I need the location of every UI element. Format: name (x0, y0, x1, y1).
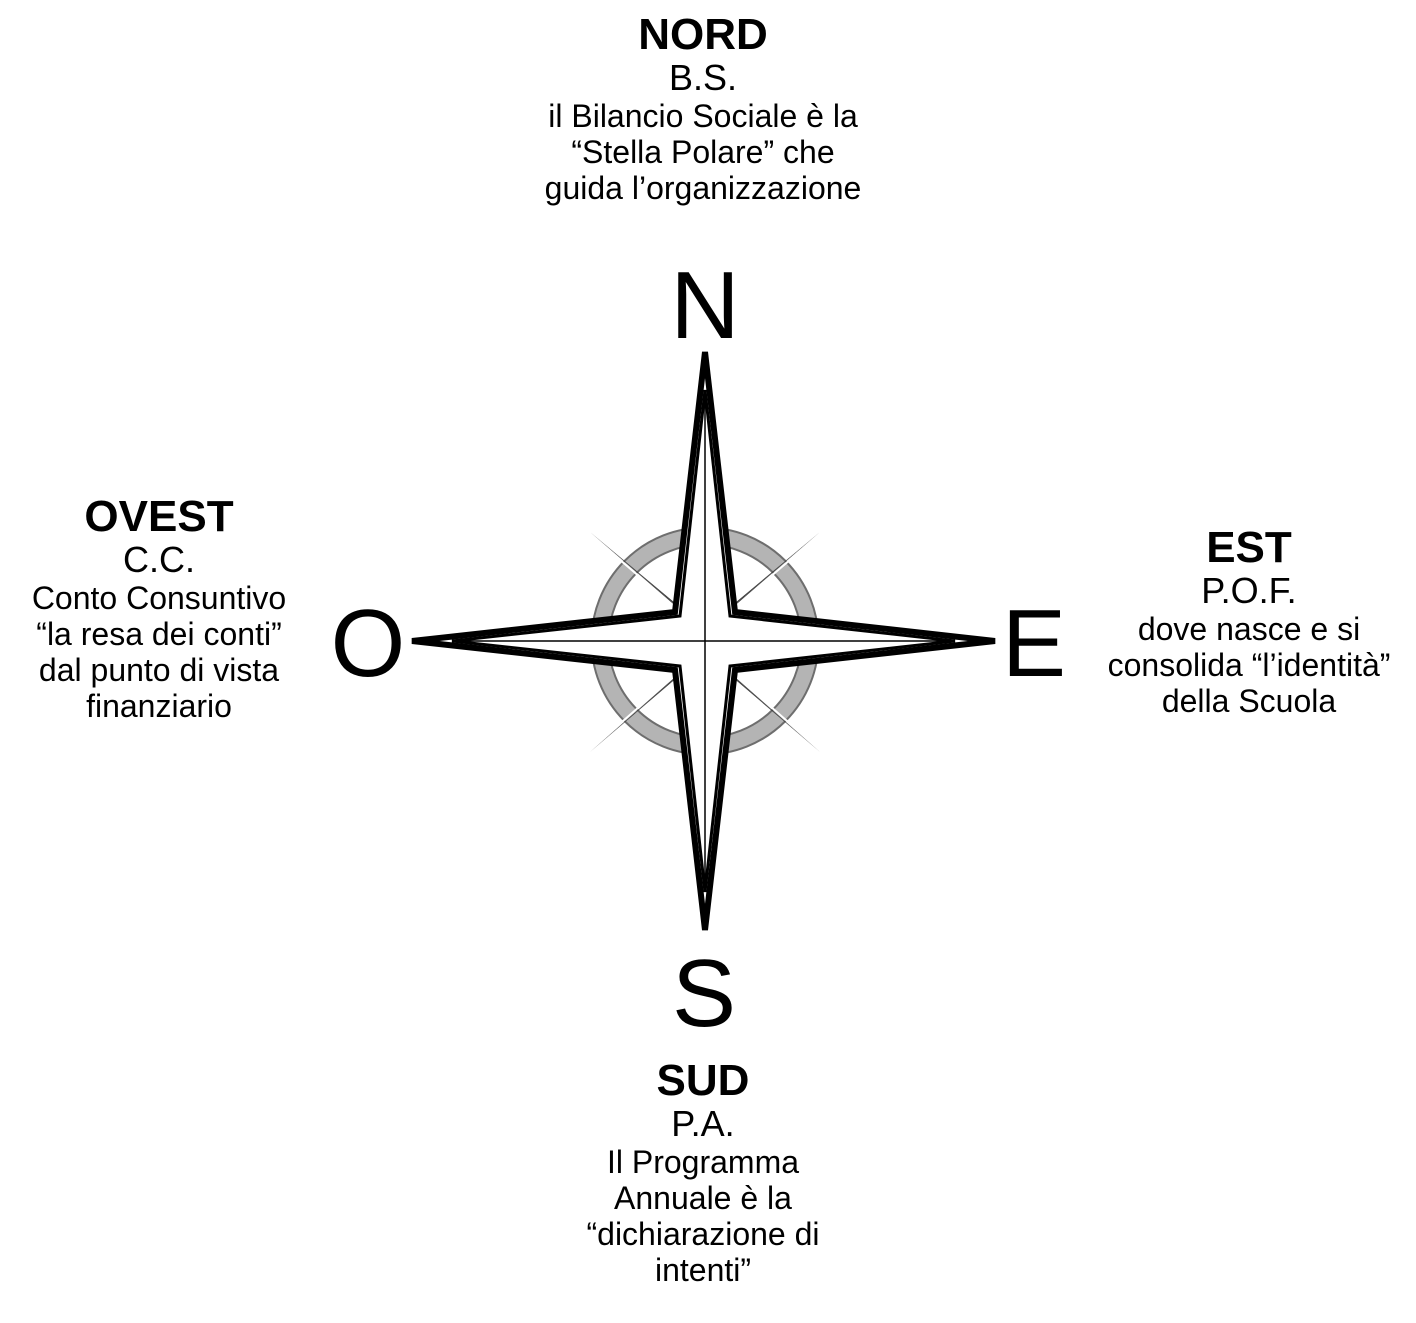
west-description-line: Conto Consuntivo (0, 580, 318, 616)
west-description-line: finanziario (0, 688, 318, 724)
cardinal-letter-east: E (984, 596, 1084, 692)
north-description-line: guida l’organizzazione (458, 170, 948, 206)
west-label-block: OVEST C.C. Conto Consuntivo “la resa dei… (0, 494, 318, 724)
cardinal-letter-west: O (318, 596, 418, 692)
cardinal-letter-south: S (654, 946, 754, 1042)
north-abbreviation: B.S. (458, 58, 948, 98)
north-label-block: NORD B.S. il Bilancio Sociale è la “Stel… (458, 12, 948, 206)
south-description-line: Il Programma (458, 1144, 948, 1180)
east-abbreviation: P.O.F. (1082, 571, 1416, 611)
east-heading: EST (1082, 525, 1416, 571)
east-description-line: della Scuola (1082, 683, 1416, 719)
east-description-line: dove nasce e si (1082, 611, 1416, 647)
south-heading: SUD (458, 1058, 948, 1104)
south-description-line: “dichiarazione di (458, 1216, 948, 1252)
cardinal-letter-north: N (655, 258, 755, 354)
west-abbreviation: C.C. (0, 540, 318, 580)
east-description-line: consolida “l’identità” (1082, 647, 1416, 683)
south-description-line: intenti” (458, 1252, 948, 1288)
west-description-line: dal punto di vista (0, 652, 318, 688)
east-label-block: EST P.O.F. dove nasce e si consolida “l’… (1082, 525, 1416, 719)
north-description-line: il Bilancio Sociale è la (458, 98, 948, 134)
north-description-line: “Stella Polare” che (458, 134, 948, 170)
south-description-line: Annuale è la (458, 1180, 948, 1216)
west-heading: OVEST (0, 494, 318, 540)
south-abbreviation: P.A. (458, 1104, 948, 1144)
north-heading: NORD (458, 12, 948, 58)
west-description-line: “la resa dei conti” (0, 616, 318, 652)
south-label-block: SUD P.A. Il Programma Annuale è la “dich… (458, 1058, 948, 1288)
